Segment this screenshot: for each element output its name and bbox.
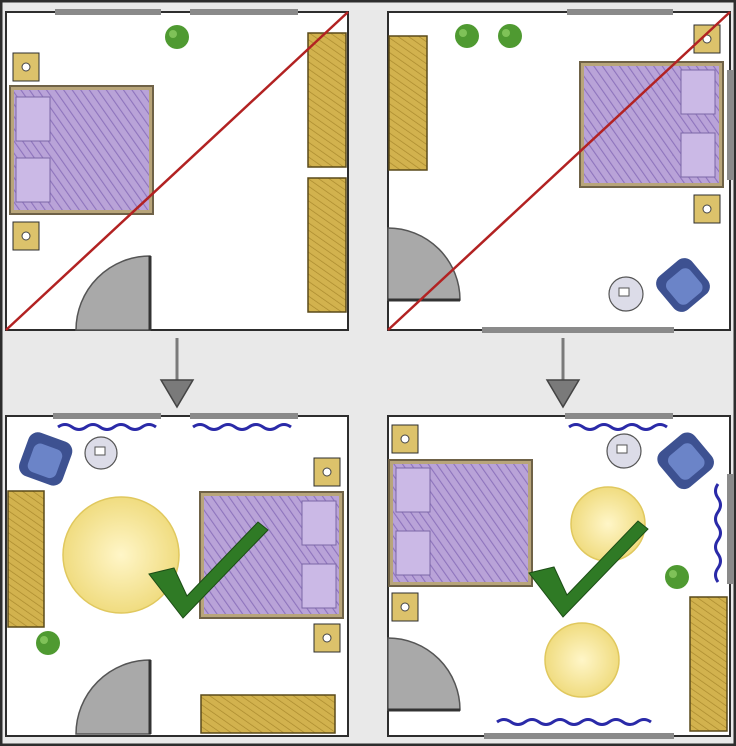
round-rug <box>62 496 180 614</box>
wardrobe <box>7 490 45 628</box>
dresser <box>200 694 336 734</box>
pillow <box>15 96 51 142</box>
panel-top-right <box>387 9 733 333</box>
plant-icon <box>665 565 689 589</box>
double-bed <box>579 61 724 188</box>
double-bed <box>199 491 344 619</box>
round-rug <box>570 486 646 562</box>
window <box>567 9 673 15</box>
down-arrow-icon <box>159 338 195 409</box>
coffee-table <box>84 436 118 470</box>
curtain <box>714 483 722 583</box>
door-swing-icon <box>75 255 152 331</box>
nightstand <box>693 194 721 224</box>
nightstand <box>12 221 40 251</box>
nightstand <box>12 52 40 82</box>
curtain <box>496 718 652 726</box>
coffee-table <box>608 276 644 312</box>
curtain <box>192 423 292 431</box>
window <box>482 327 674 333</box>
red-diagonal-cross-icon <box>387 11 731 331</box>
armchair-icon <box>657 432 714 490</box>
nightstand <box>693 24 721 54</box>
wardrobe <box>307 32 347 168</box>
door-swing-icon <box>387 227 461 302</box>
green-checkmark-icon <box>528 520 649 618</box>
double-bed <box>9 85 154 215</box>
pillow <box>301 500 337 546</box>
plant-icon <box>36 631 60 655</box>
window <box>727 474 733 584</box>
plant-icon <box>165 25 189 49</box>
nightstand <box>391 424 419 454</box>
window <box>484 733 674 739</box>
wardrobe <box>307 177 347 313</box>
armchair-icon <box>656 258 710 312</box>
panel-bottom-right <box>387 413 733 739</box>
red-diagonal-cross-icon <box>5 11 349 331</box>
pillow <box>395 467 431 513</box>
panel-bottom-left <box>5 413 349 737</box>
window <box>727 70 733 180</box>
nightstand <box>391 592 419 622</box>
pillow <box>301 563 337 609</box>
pillow <box>395 530 431 576</box>
pillow <box>15 157 51 203</box>
double-bed <box>388 459 533 587</box>
wardrobe <box>388 35 428 171</box>
down-arrow-icon <box>545 338 581 409</box>
nightstand <box>313 457 341 487</box>
wardrobe <box>689 596 728 732</box>
curtain <box>568 423 668 431</box>
round-rug <box>544 622 620 698</box>
green-checkmark-icon <box>148 521 269 619</box>
plant-icon <box>455 24 479 48</box>
door-swing-icon <box>387 637 461 712</box>
nightstand <box>313 623 341 653</box>
window <box>55 9 161 15</box>
curtain <box>57 423 157 431</box>
coffee-table <box>606 433 642 469</box>
panel-top-left <box>5 9 349 331</box>
window <box>565 413 673 419</box>
window <box>190 413 298 419</box>
door-swing-icon <box>75 659 152 735</box>
plant-icon <box>498 24 522 48</box>
armchair-icon <box>18 432 73 486</box>
pillow <box>680 69 716 115</box>
window <box>190 9 298 15</box>
window <box>53 413 161 419</box>
pillow <box>680 132 716 178</box>
